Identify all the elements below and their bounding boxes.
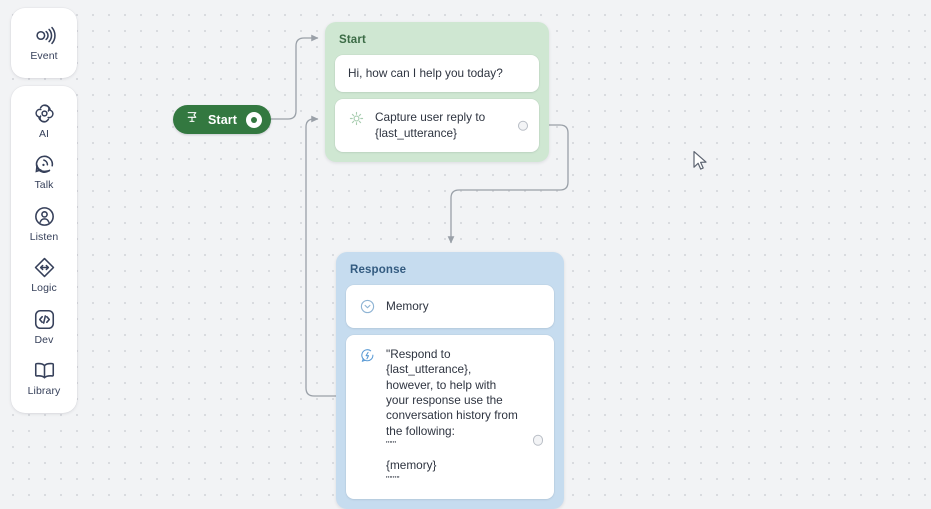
sidebar-item-logic[interactable]: Logic [11, 248, 77, 300]
library-book-icon [32, 358, 57, 383]
left-toolbar[interactable]: Event AI [11, 8, 77, 413]
response-prompt-variable: {memory} [386, 458, 437, 473]
flag-icon [185, 110, 199, 129]
sidebar-item-ai[interactable]: AI [11, 94, 77, 146]
sidebar-item-dev[interactable]: Dev [11, 300, 77, 352]
start-pill-label: Start [208, 112, 237, 127]
response-memory-text: Memory [386, 298, 429, 313]
sidebar-item-label: Event [30, 50, 58, 62]
start-greeting-text: Hi, how can I help you today? [348, 66, 503, 80]
sidebar-item-label: Dev [34, 333, 54, 346]
capture-sparkle-icon [348, 110, 365, 127]
sidebar-item-library[interactable]: Library [11, 351, 77, 403]
start-pill-button[interactable]: Start [173, 105, 271, 134]
start-pill-output-port[interactable] [245, 111, 262, 128]
logic-diamond-arrows-icon [32, 255, 57, 280]
node-response[interactable]: Response Memory "Respond to {last_uttera [336, 252, 564, 509]
node-response-body: Memory "Respond to {last_utterance}, how… [336, 285, 564, 509]
response-prompt-output-port[interactable] [532, 434, 543, 446]
listen-person-icon [32, 204, 57, 229]
response-prompt-text: "Respond to {last_utterance}, however, t… [386, 347, 522, 438]
toolbar-group-event: Event [11, 8, 77, 78]
mouse-pointer-icon [692, 150, 709, 177]
response-prompt-card[interactable]: "Respond to {last_utterance}, however, t… [346, 335, 554, 500]
dev-code-icon [32, 307, 57, 332]
sidebar-item-label: AI [38, 127, 50, 140]
ai-swirl-icon [32, 101, 57, 126]
node-start-title: Start [339, 34, 366, 46]
sidebar-item-label: Library [27, 385, 61, 397]
event-signal-icon [32, 23, 57, 48]
sidebar-item-label: Logic [31, 282, 57, 294]
start-capture-text: Capture user reply to {last_utterance} [375, 110, 489, 140]
node-response-title: Response [350, 264, 407, 276]
response-memory-card[interactable]: Memory [346, 285, 554, 328]
response-prompt-body: "Respond to {last_utterance}, however, t… [386, 347, 520, 485]
prompt-bolt-icon [359, 347, 376, 364]
start-greeting-card[interactable]: Hi, how can I help you today? [335, 55, 539, 93]
response-prompt-quote-close: """" [386, 473, 401, 484]
toolbar-group-blocks: AI Talk Listen [11, 85, 77, 413]
start-capture-output-port[interactable] [517, 120, 528, 131]
node-start[interactable]: Start Hi, how can I help you today? Capt… [325, 22, 549, 162]
response-prompt-quote-open: """ [386, 438, 397, 449]
memory-chevron-icon [359, 298, 376, 315]
start-capture-card[interactable]: Capture user reply to {last_utterance} [335, 99, 539, 152]
sidebar-item-label: Listen [29, 230, 59, 243]
talk-bubble-icon [32, 152, 57, 177]
sidebar-item-event[interactable]: Event [11, 16, 77, 68]
node-start-body: Hi, how can I help you today? Capture us… [325, 55, 549, 162]
sidebar-item-listen[interactable]: Listen [11, 197, 77, 249]
sidebar-item-talk[interactable]: Talk [11, 145, 77, 197]
sidebar-item-label: Talk [34, 179, 54, 191]
